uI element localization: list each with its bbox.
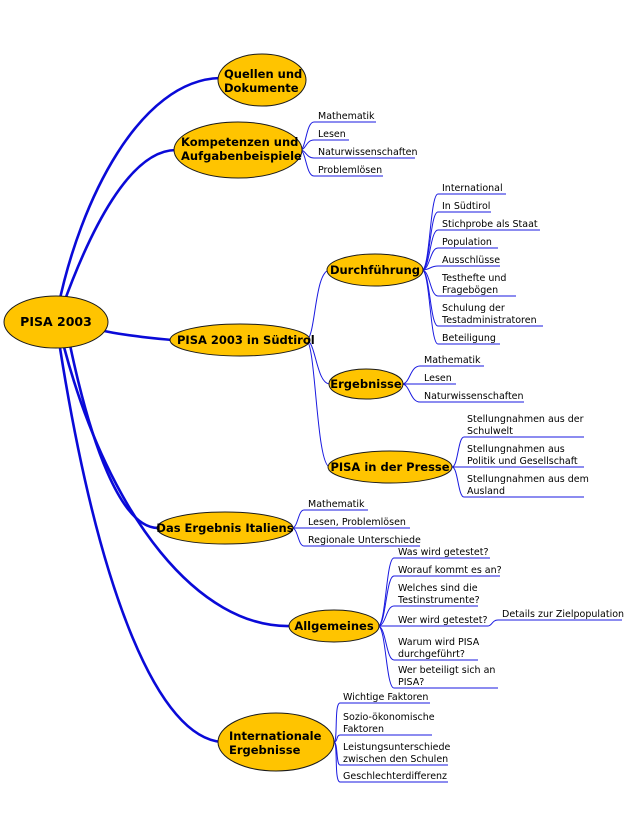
main-links <box>56 76 291 744</box>
leaves-allgemeines: Was wird getestet? Worauf kommt es an? W… <box>397 547 624 688</box>
leaf-text[interactable]: Fragebögen <box>442 285 498 296</box>
leaf-text[interactable]: Leistungsunterschiede <box>343 742 451 753</box>
international-label-1: Internationale <box>229 729 322 743</box>
leaf-text[interactable]: International <box>442 183 503 194</box>
kompetenzen-label-1: Kompetenzen und <box>181 135 298 149</box>
leaf-text[interactable]: Warum wird PISA <box>398 637 480 648</box>
leaf-text[interactable]: Was wird getestet? <box>398 547 489 558</box>
leaf-text[interactable]: Population <box>442 237 492 248</box>
node-quellen[interactable]: Quellen und Dokumente <box>217 53 307 107</box>
italien-label: Das Ergebnis Italiens <box>156 521 293 535</box>
leaf-text[interactable]: Naturwissenschaften <box>424 391 524 402</box>
leaf-text[interactable]: Welches sind die <box>398 583 478 594</box>
leaf-text[interactable]: Mathematik <box>308 499 365 510</box>
leaves-international: Wichtige Faktoren Sozio-ökonomische Fakt… <box>343 692 451 782</box>
leaf-text[interactable]: Lesen <box>424 373 452 384</box>
leaf-text[interactable]: Stellungnahmen aus dem <box>467 474 589 485</box>
leaves-kompetenzen: Mathematik Lesen Naturwissenschaften Pro… <box>318 111 418 176</box>
leaf-text[interactable]: Geschlechterdifferenz <box>343 771 447 782</box>
leaf-text[interactable]: Mathematik <box>318 111 375 122</box>
node-durchfuehrung[interactable]: Durchführung <box>326 253 424 287</box>
leaf-text[interactable]: Wichtige Faktoren <box>343 692 428 703</box>
leaf-text[interactable]: Stellungnahmen aus der <box>467 414 584 425</box>
leaf-text[interactable]: Wer wird getestet? <box>398 615 488 626</box>
leaf-text[interactable]: durchgeführt? <box>398 649 465 660</box>
leaf-text[interactable]: Testhefte und <box>441 273 506 284</box>
leaf-text[interactable]: Faktoren <box>343 724 384 735</box>
leaf-text[interactable]: Politik und Gesellschaft <box>467 456 578 467</box>
leaf-text[interactable]: Testadministratoren <box>441 315 537 326</box>
durchfuehrung-label: Durchführung <box>330 263 420 277</box>
leaf-text[interactable]: PISA? <box>398 677 424 688</box>
node-italien[interactable]: Das Ergebnis Italiens <box>156 511 294 545</box>
leaf-text[interactable]: Lesen <box>318 129 346 140</box>
leaves-durchfuehrung: International In Südtirol Stichprobe als… <box>441 183 538 344</box>
leaves-ergebnisse: Mathematik Lesen Naturwissenschaften <box>424 355 524 402</box>
leaf-text[interactable]: Lesen, Problemlösen <box>308 517 406 528</box>
quellen-label-1: Quellen und <box>224 67 302 81</box>
leaf-text[interactable]: Problemlösen <box>318 165 382 176</box>
leaf-text[interactable]: Mathematik <box>424 355 481 366</box>
leaf-text[interactable]: Regionale Unterschiede <box>308 535 421 546</box>
ergebnisse-label: Ergebnisse <box>330 377 402 391</box>
leaf-text[interactable]: Testinstrumente? <box>397 595 480 606</box>
leaf-text[interactable]: Schulwelt <box>467 426 513 437</box>
leaf-text[interactable]: Stellungnahmen aus <box>467 444 565 455</box>
leaf-text[interactable]: Beteiligung <box>442 333 496 344</box>
leaf-text[interactable]: Details zur Zielpopulation <box>502 609 624 620</box>
leaf-text[interactable]: Sozio-ökonomische <box>343 712 435 723</box>
leaf-text[interactable]: Ausland <box>467 486 505 497</box>
node-ergebnisse[interactable]: Ergebnisse <box>328 368 404 400</box>
kompetenzen-label-2: Aufgabenbeispiele <box>181 149 302 163</box>
quellen-label-2: Dokumente <box>224 81 299 95</box>
node-allgemeines[interactable]: Allgemeines <box>288 609 380 643</box>
branch-links <box>291 121 622 783</box>
node-international[interactable]: Internationale Ergebnisse <box>217 712 335 772</box>
leaf-text[interactable]: Wer beteiligt sich an <box>398 665 495 676</box>
node-suedtirol[interactable]: PISA 2003 in Südtirol <box>169 323 315 357</box>
leaf-text[interactable]: Stichprobe als Staat <box>442 219 538 230</box>
node-root[interactable]: PISA 2003 <box>3 295 109 349</box>
leaf-text[interactable]: Schulung der <box>442 303 505 314</box>
node-kompetenzen[interactable]: Kompetenzen und Aufgabenbeispiele <box>173 121 303 179</box>
leaf-text[interactable]: In Südtirol <box>442 201 490 212</box>
international-label-2: Ergebnisse <box>229 743 301 757</box>
node-presse[interactable]: PISA in der Presse <box>327 450 453 484</box>
leaves-italien: Mathematik Lesen, Problemlösen Regionale… <box>308 499 421 546</box>
leaf-text[interactable]: zwischen den Schulen <box>343 754 448 765</box>
suedtirol-label: PISA 2003 in Südtirol <box>177 333 315 347</box>
leaf-text[interactable]: Worauf kommt es an? <box>398 565 502 576</box>
leaf-text[interactable]: Naturwissenschaften <box>318 147 418 158</box>
allgemeines-label: Allgemeines <box>294 619 374 633</box>
leaves-presse: Stellungnahmen aus der Schulwelt Stellun… <box>467 414 589 497</box>
root-label: PISA 2003 <box>20 314 92 329</box>
presse-label: PISA in der Presse <box>330 460 449 474</box>
leaf-text[interactable]: Ausschlüsse <box>442 255 500 266</box>
